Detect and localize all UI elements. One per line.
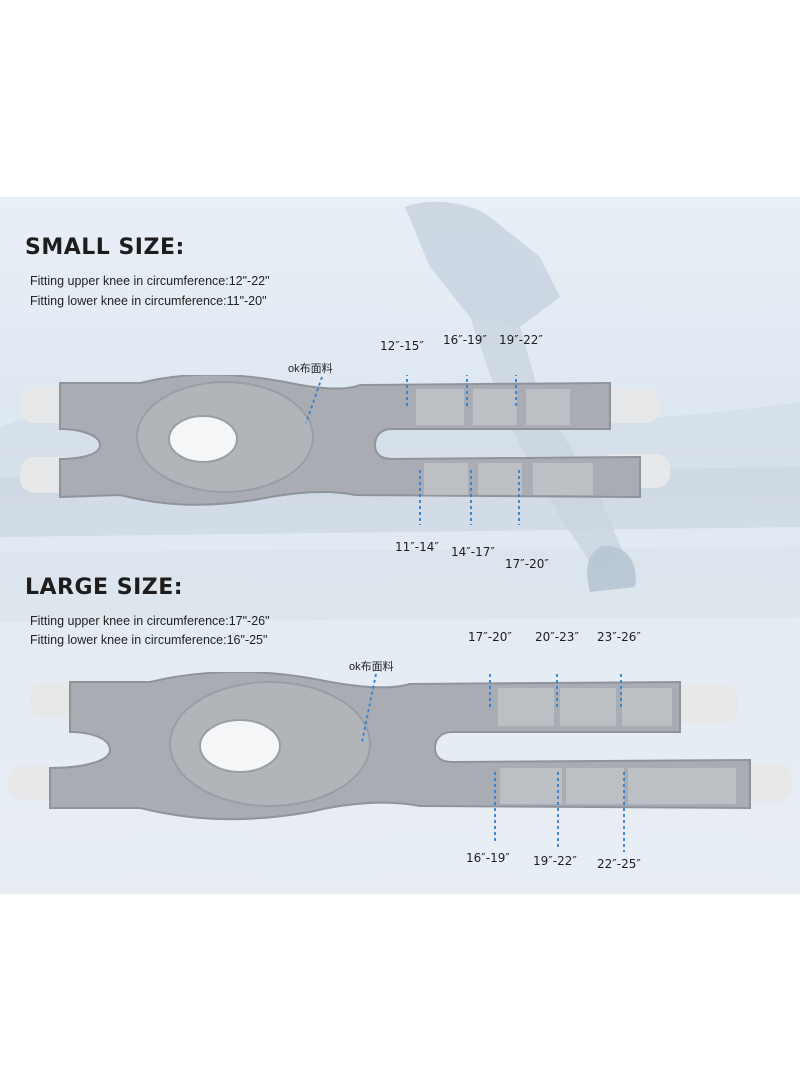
large-lower-mark-1: 16″-19″: [466, 851, 510, 865]
small-size-title: SMALL SIZE:: [25, 235, 185, 260]
small-upper-mark-2: 16″-19″: [443, 333, 487, 347]
small-lower-mark-2: 14″-17″: [451, 545, 495, 559]
large-arrows: [361, 672, 625, 852]
small-lower-fit-text: Fitting lower knee in circumference:11"-…: [30, 294, 267, 308]
large-upper-mark-1: 17″-20″: [468, 630, 512, 644]
large-lower-mark-2: 19″-22″: [533, 854, 577, 868]
large-lower-fit-text: Fitting lower knee in circumference:16"-…: [30, 633, 268, 647]
small-knee-strap: [20, 375, 670, 525]
large-upper-mark-3: 23″-26″: [597, 630, 641, 644]
large-size-title: LARGE SIZE:: [25, 575, 184, 600]
large-lower-mark-3: 22″-25″: [597, 857, 641, 871]
small-lower-mark-3: 17″-20″: [505, 557, 549, 571]
small-lower-mark-1: 11″-14″: [395, 540, 439, 554]
small-strap-body: [20, 375, 670, 506]
large-fabric-label: ok布面料: [349, 661, 394, 673]
small-upper-fit-text: Fitting upper knee in circumference:12"-…: [30, 274, 270, 288]
large-knee-strap: [8, 672, 792, 852]
large-upper-mark-2: 20″-23″: [535, 630, 579, 644]
small-upper-mark-3: 19″-22″: [499, 333, 543, 347]
large-strap-body: [8, 672, 792, 821]
large-upper-fit-text: Fitting upper knee in circumference:17"-…: [30, 614, 270, 628]
small-arrows: [305, 375, 520, 525]
small-upper-mark-1: 12″-15″: [380, 339, 424, 353]
sizing-panel: SMALL SIZE: Fitting upper knee in circum…: [0, 197, 800, 894]
small-fabric-label: ok布面料: [288, 363, 333, 375]
